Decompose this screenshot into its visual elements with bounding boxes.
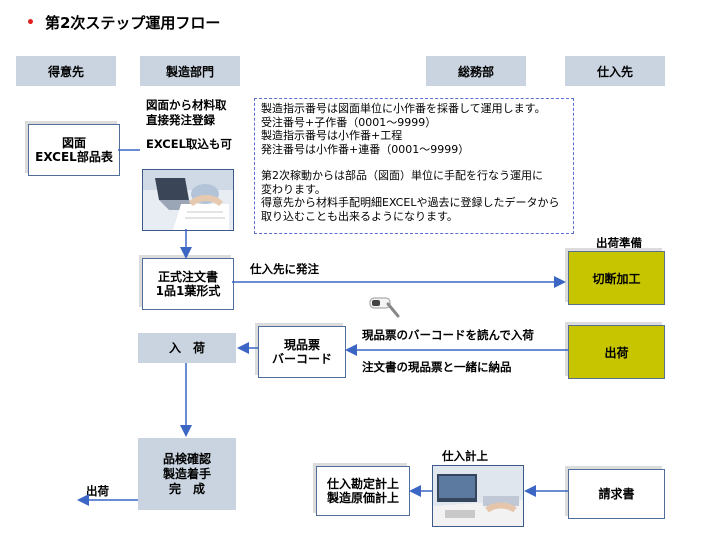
shipping-box: 出荷 [568,325,665,379]
order-to-supplier-label: 仕入先に発注 [250,262,319,276]
cost-box: 仕入勘定計上 製造原価計上 [316,466,410,516]
operation-note: 製造指示番号は図面単位に小作番を採番して運用します。 受注番号+子作番（0001… [254,98,574,234]
header-customer-label: 得意先 [47,64,84,79]
header-general-affairs-label: 総務部 [457,64,494,79]
header-manufacturing: 製造部門 [140,56,240,86]
note-line: 取り込むことも出来るようになります。 [261,209,458,223]
header-manufacturing-label: 製造部門 [165,64,214,79]
drawing-line-1: 図面 [61,136,86,150]
quality-line-1: 品検確認 [162,451,211,466]
invoice-box: 請求書 [568,469,665,519]
purchase-record-label: 仕入計上 [442,449,488,463]
order-form-line-2: 1品1葉形式 [155,284,221,298]
ticket-line-1: 現品票 [283,338,320,352]
note-line: 変わります。 [261,182,326,196]
header-supplier-label: 仕入先 [596,64,633,79]
order-form-line-1: 正式注文書 [157,270,218,284]
ticket-line-2: バーコード [271,352,332,366]
note-line: 受注番号+子作番（0001～9999） [261,115,437,129]
barcode-scanner-icon [369,297,400,318]
note-line: 得意先から材料手配明細EXCELや過去に登録したデータから [261,196,560,209]
header-customer: 得意先 [16,56,116,86]
cost-line-2: 製造原価計上 [326,491,399,505]
desk-work-photo [142,169,234,231]
order-form-box: 正式注文書 1品1葉形式 [142,258,234,310]
quality-line-3: 完 成 [168,481,205,496]
drawing-box: 図面 EXCEL部品表 [28,124,120,176]
cutting-box: 切断加工 [568,251,665,305]
quality-line-2: 製造着手 [162,466,211,481]
bullet-icon: • [26,14,35,31]
cost-line-1: 仕入勘定計上 [326,477,399,491]
cutting-label: 切断加工 [592,271,641,286]
quality-box: 品検確認 製造着手 完 成 [138,438,236,510]
ship-out-label: 出荷 [86,484,109,498]
laptop-illustration-icon [143,170,233,230]
note-line: 製造指示番号は小作番+工程 [261,129,403,142]
note-line: 発注番号は小作番+連番（0001～9999） [261,142,470,156]
page-title-row: • 第2次ステップ運用フロー [26,12,220,33]
note-line: 第2次稼動からは部品（図面）単位に手配を行なう運用に [261,169,543,182]
note-line: 製造指示番号は図面単位に小作番を採番して運用します。 [261,102,546,115]
office-illustration-icon [433,466,523,526]
shipping-label: 出荷 [604,345,629,360]
ship-prep-label: 出荷準備 [596,236,642,250]
arrival-box: 入 荷 [138,333,236,363]
read-barcode-label: 現品票のバーコードを読んで入荷 [362,328,534,342]
excel-import-label: EXCEL取込も可 [146,137,232,151]
header-supplier: 仕入先 [565,56,665,86]
material-entry-line-2: 直接発注登録 [146,113,215,127]
material-entry-label: 図面から材料取 直接発注登録 [146,98,227,128]
drawing-line-2: EXCEL部品表 [35,150,113,164]
arrival-label: 入 荷 [168,340,205,355]
office-photo [432,465,524,527]
invoice-label: 請求書 [598,487,635,501]
header-general-affairs: 総務部 [426,56,526,86]
page-title: 第2次ステップ運用フロー [44,14,221,32]
material-entry-line-1: 図面から材料取 [146,98,227,112]
deliver-with-label: 注文書の現品票と一緒に納品 [362,360,512,374]
ticket-box: 現品票 バーコード [258,326,346,378]
